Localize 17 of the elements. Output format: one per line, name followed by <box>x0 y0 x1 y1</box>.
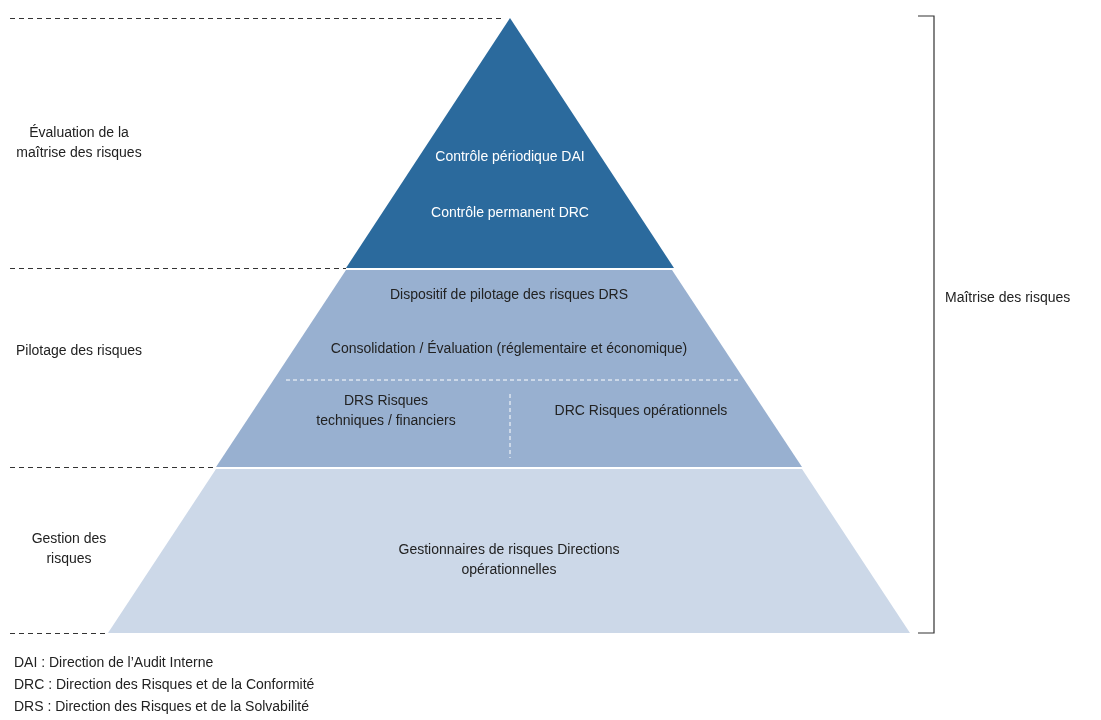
tier-text: Contrôle périodique DAI <box>434 147 586 166</box>
tier-text: DRS Risques techniques / financiers <box>315 391 457 430</box>
pyramid-middle-tier <box>216 270 802 467</box>
tier-text: Dispositif de pilotage des risques DRS <box>388 285 630 304</box>
legend-note: DRC : Direction des Risques et de la Conformité <box>14 675 316 694</box>
side-label: Gestion des risques <box>30 529 108 568</box>
side-label: Évaluation de la maîtrise des risques <box>15 123 143 162</box>
side-label: Maîtrise des risques <box>945 288 1072 307</box>
legend-note: DAI : Direction de l’Audit Interne <box>14 653 215 672</box>
tier-text: DRC Risques opérationnels <box>553 401 729 420</box>
tier-text: Consolidation / Évaluation (réglementaire et économique) <box>329 339 689 358</box>
tier-text: Contrôle permanent DRC <box>430 203 590 222</box>
pyramid-top-tier <box>346 18 674 268</box>
legend-note: DRS : Direction des Risques et de la Solvabilité <box>14 697 310 716</box>
side-label: Pilotage des risques <box>14 341 144 360</box>
tier-text: Gestionnaires de risques Directions opérationnelles <box>397 540 621 579</box>
pyramid-bottom-tier <box>108 469 910 633</box>
